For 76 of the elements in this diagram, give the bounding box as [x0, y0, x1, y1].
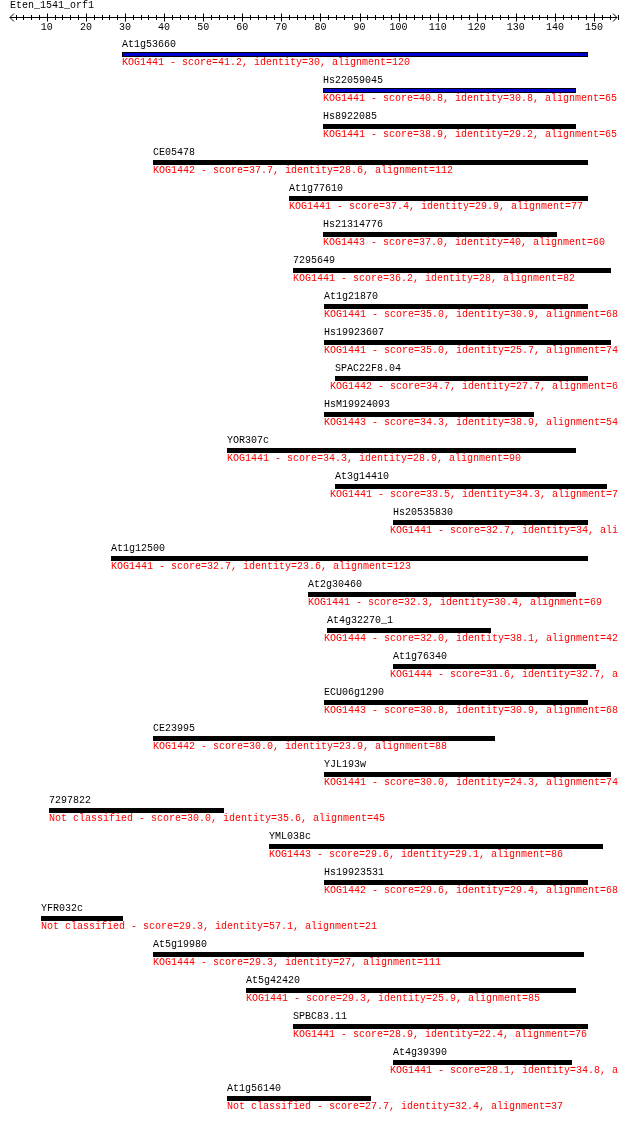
hit-description: KOG1441 - score=28.1, identity=34.8, a: [390, 1065, 619, 1077]
sequence-name: ECU06g1290: [324, 687, 384, 699]
sequence-name: At1g12500: [111, 543, 165, 555]
hit-description: KOG1442 - score=34.7, identity=27.7, alignment=6: [330, 381, 619, 393]
sequence-name: Hs22059045: [323, 75, 383, 87]
hit-description: KOG1441 - score=29.3, identity=25.9, alignment=85: [246, 993, 541, 1005]
hit-description: KOG1441 - score=38.9, identity=29.2, alignment=65: [323, 129, 618, 141]
hit-description: Not classified - score=29.3, identity=57.1, alignment=21: [41, 921, 378, 933]
hit-description: Not classified - score=27.7, identity=32.4, alignment=37: [227, 1101, 564, 1113]
sequence-name: HsM19924093: [324, 399, 390, 411]
hit-description: KOG1443 - score=30.8, identity=30.9, alignment=68: [324, 705, 619, 717]
hit-description: KOG1443 - score=29.6, identity=29.1, alignment=86: [269, 849, 564, 861]
sequence-name: 7295649: [293, 255, 335, 267]
sequence-name: At1g77610: [289, 183, 343, 195]
sequence-name: At5g19980: [153, 939, 207, 951]
query-title: Eten_1541_orf1: [10, 0, 94, 12]
sequence-name: Hs19923531: [324, 867, 384, 879]
tick-label: 150: [585, 21, 604, 34]
hit-description: KOG1444 - score=31.6, identity=32.7, a: [390, 669, 619, 681]
sequence-name: At5g42420: [246, 975, 300, 987]
sequence-name: Hs20535830: [393, 507, 453, 519]
hit-description: KOG1441 - score=40.8, identity=30.8, alignment=65: [323, 93, 618, 105]
hit-description: KOG1444 - score=29.3, identity=27, alignment=111: [153, 957, 442, 969]
tick-label: 70: [275, 21, 288, 34]
sequence-name: At4g32270_1: [327, 615, 393, 627]
hit-description: KOG1441 - score=37.4, identity=29.9, alignment=77: [289, 201, 584, 213]
sequence-name: Hs19923607: [324, 327, 384, 339]
hit-description: KOG1442 - score=29.6, identity=29.4, alignment=68: [324, 885, 619, 897]
tick-label: 130: [506, 21, 525, 34]
sequence-name: YJL193w: [324, 759, 366, 771]
tick-label: 40: [158, 21, 171, 34]
sequence-name: CE05478: [153, 147, 195, 159]
tick-label: 80: [314, 21, 327, 34]
tick-label: 110: [428, 21, 447, 34]
hit-description: KOG1441 - score=35.0, identity=25.7, alignment=74: [324, 345, 619, 357]
sequence-name: At3g14410: [335, 471, 389, 483]
sequence-name: Hs21314776: [323, 219, 383, 231]
hit-description: KOG1441 - score=32.7, identity=34, ali: [390, 525, 619, 537]
hit-description: KOG1441 - score=32.3, identity=30.4, alignment=69: [308, 597, 603, 609]
tick-label: 10: [40, 21, 53, 34]
hit-description: KOG1442 - score=37.7, identity=28.6, alignment=112: [153, 165, 454, 177]
sequence-name: 7297822: [49, 795, 91, 807]
sequence-name: CE23995: [153, 723, 195, 735]
hit-description: KOG1441 - score=35.0, identity=30.9, alignment=68: [324, 309, 619, 321]
hit-description: KOG1444 - score=32.0, identity=38.1, alignment=42: [324, 633, 619, 645]
hit-description: Not classified - score=30.0, identity=35.6, alignment=45: [49, 813, 386, 825]
tick-label: 120: [467, 21, 486, 34]
hit-description: KOG1443 - score=34.3, identity=38.9, alignment=54: [324, 417, 619, 429]
hit-description: KOG1441 - score=34.3, identity=28.9, alignment=90: [227, 453, 522, 465]
hit-description: KOG1441 - score=36.2, identity=28, alignment=82: [293, 273, 576, 285]
sequence-name: YFR032c: [41, 903, 83, 915]
hit-description: KOG1441 - score=28.9, identity=22.4, alignment=76: [293, 1029, 588, 1041]
sequence-name: At2g30460: [308, 579, 362, 591]
sequence-name: At1g56140: [227, 1083, 281, 1095]
sequence-name: SPAC22F8.04: [335, 363, 401, 375]
sequence-name: At1g53660: [122, 39, 176, 51]
tick-label: 20: [79, 21, 92, 34]
tick-label: 30: [118, 21, 131, 34]
tick-label: 140: [545, 21, 564, 34]
hit-description: KOG1443 - score=37.0, identity=40, alignment=60: [323, 237, 606, 249]
tick-label: 90: [353, 21, 366, 34]
sequence-name: SPBC83.11: [293, 1011, 347, 1023]
tick-label: 50: [197, 21, 210, 34]
sequence-name: Hs8922085: [323, 111, 377, 123]
hit-description: KOG1441 - score=30.0, identity=24.3, alignment=74: [324, 777, 619, 789]
tick-label: 60: [236, 21, 249, 34]
hit-description: KOG1441 - score=32.7, identity=23.6, alignment=123: [111, 561, 412, 573]
sequence-name: At1g21870: [324, 291, 378, 303]
hit-description: KOG1442 - score=30.0, identity=23.9, alignment=88: [153, 741, 448, 753]
hit-description: KOG1441 - score=41.2, identity=30, alignment=120: [122, 57, 411, 69]
sequence-name: At4g39390: [393, 1047, 447, 1059]
sequence-name: YOR307c: [227, 435, 269, 447]
tick-label: 100: [389, 21, 408, 34]
sequence-name: YML038c: [269, 831, 311, 843]
sequence-name: At1g76340: [393, 651, 447, 663]
hit-description: KOG1441 - score=33.5, identity=34.3, alignment=7: [330, 489, 619, 501]
